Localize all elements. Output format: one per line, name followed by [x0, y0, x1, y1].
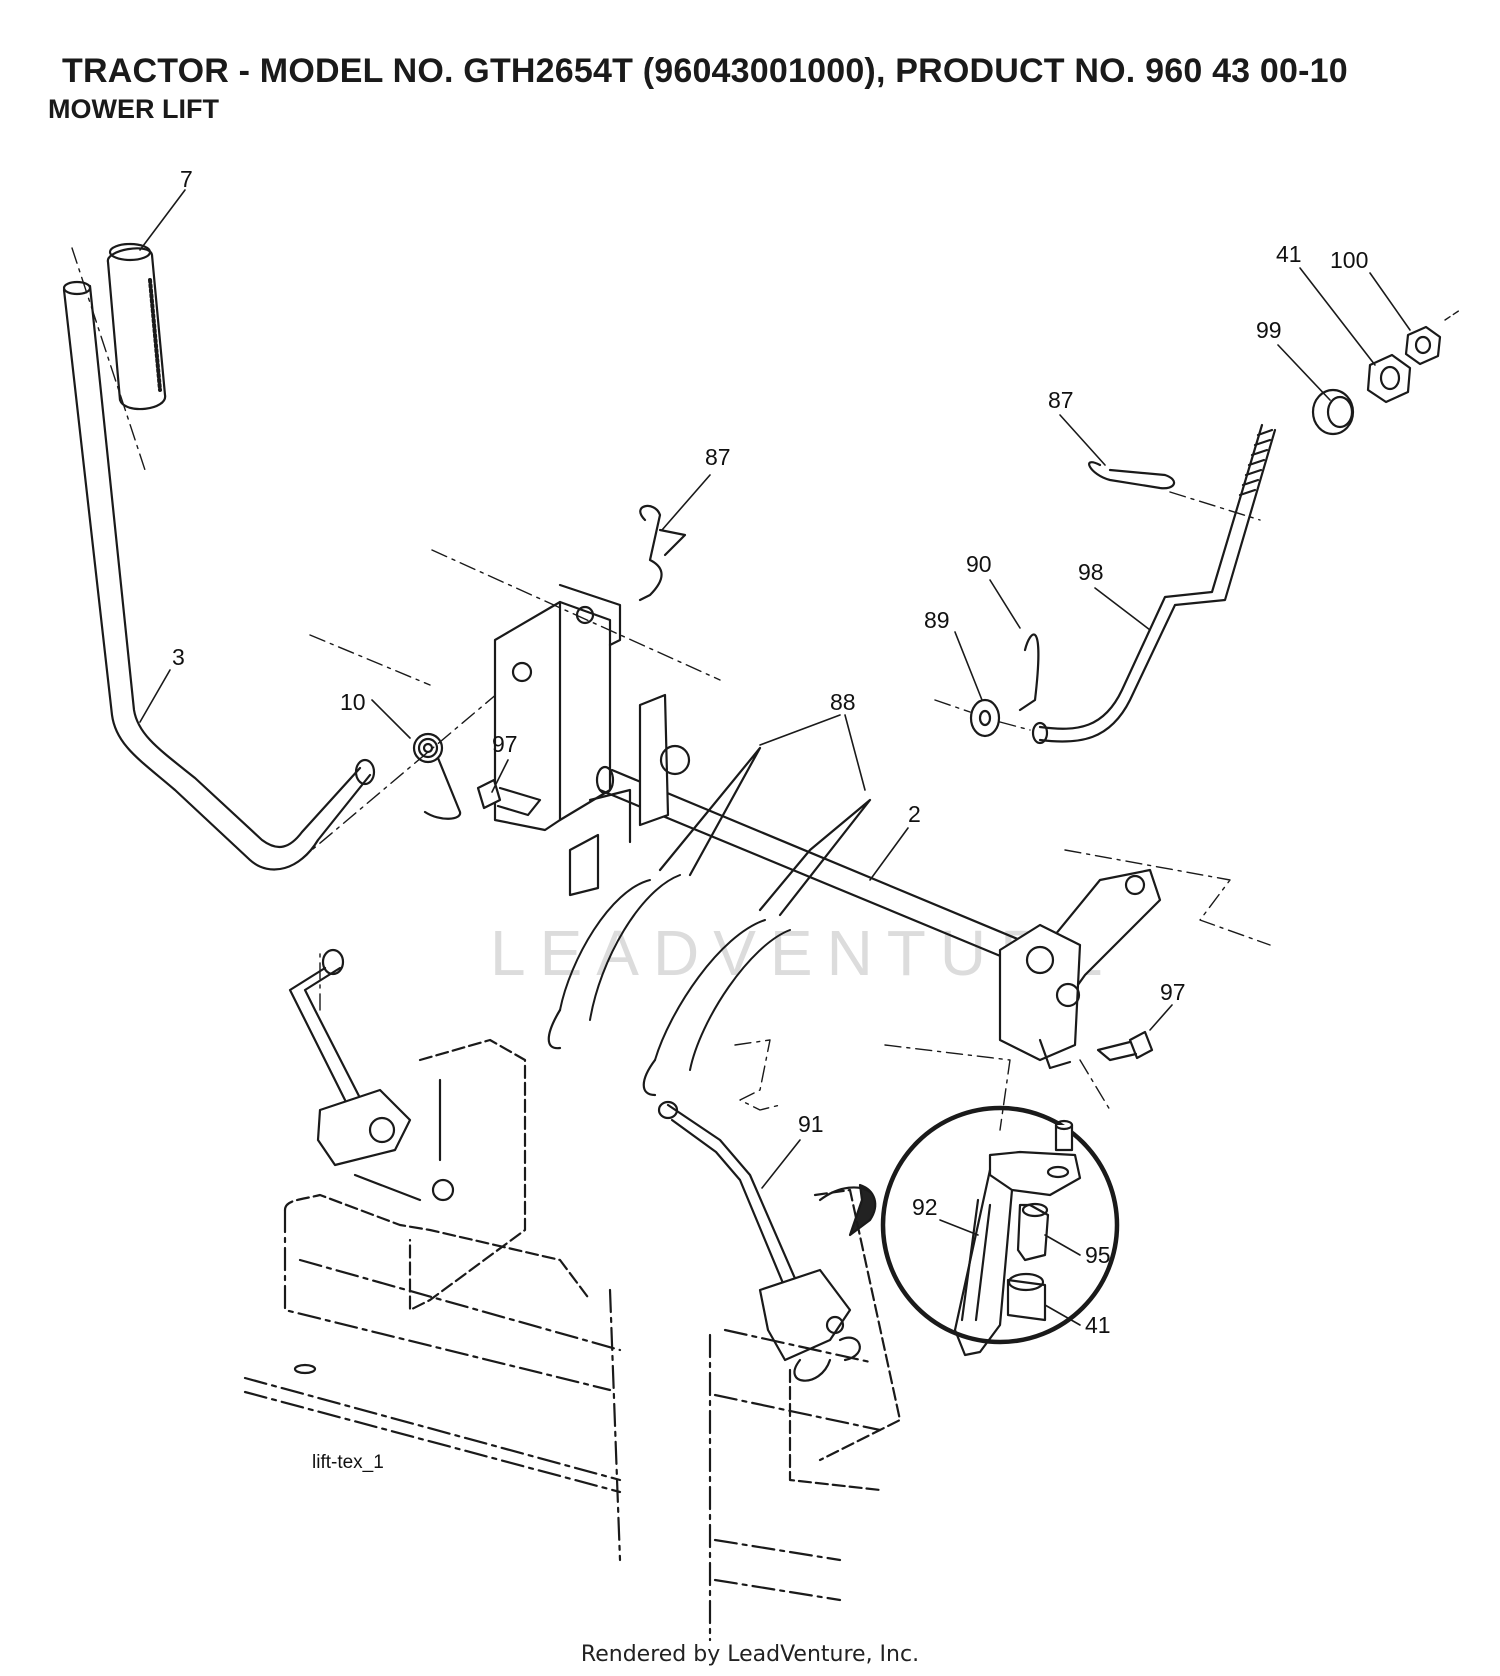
callout-97-right: 97 [1160, 979, 1186, 1005]
callout-92: 92 [912, 1194, 938, 1220]
callout-100: 100 [1330, 247, 1368, 273]
footer-credit: Rendered by LeadVenture, Inc. [580, 1642, 920, 1667]
callout-90: 90 [966, 551, 992, 577]
lift-arm-bracket-center [588, 693, 691, 844]
callout-2: 2 [908, 801, 921, 827]
part-89-washer [934, 698, 1031, 738]
part-99-ferrule [1311, 388, 1355, 436]
callout-87-right: 87 [1048, 387, 1074, 413]
right-lift-arm [998, 849, 1271, 1070]
callout-87-left: 87 [705, 444, 731, 470]
left-frame-phantom [243, 1038, 622, 1562]
callout-97-left: 97 [492, 731, 518, 757]
left-mount-bracket [309, 549, 721, 897]
part-100-nut [1404, 309, 1461, 366]
diagram-title: TRACTOR - MODEL NO. GTH2654T (9604300100… [62, 52, 1348, 90]
part-3-lift-lever [62, 280, 376, 871]
callout-41-top: 41 [1276, 241, 1302, 267]
detail-view-circle [880, 1105, 1120, 1357]
callout-91: 91 [798, 1111, 824, 1137]
callout-leaders [139, 189, 1411, 1326]
part-97-bolt-right [1096, 1030, 1154, 1062]
part-88-springs [547, 746, 872, 1097]
part-98-adjust-rod [1031, 423, 1277, 745]
callout-95: 95 [1085, 1242, 1111, 1268]
right-frame-phantom [708, 1039, 1111, 1642]
left-lower-linkage [288, 948, 455, 1202]
callout-88: 88 [830, 689, 856, 715]
callout-98: 98 [1078, 559, 1104, 585]
callout-89: 89 [924, 607, 950, 633]
callout-labels: 7 3 10 97 87 88 2 97 91 87 90 89 98 99 4… [172, 166, 1368, 1338]
drawing-id: lift-tex_1 [312, 1452, 384, 1473]
part-87-clip-right [1088, 461, 1261, 521]
part-41-nut [1366, 353, 1412, 404]
part-91-lift-link [657, 1100, 877, 1382]
callout-99: 99 [1256, 317, 1282, 343]
callout-41-detail: 41 [1085, 1312, 1111, 1338]
part-7-handle-grip [71, 242, 167, 471]
part-90-hairpin-clip [1018, 633, 1040, 712]
part-10-spring [299, 692, 499, 861]
part-87-clip-left [638, 504, 687, 602]
part-2-lift-shaft [595, 765, 1022, 962]
callout-7: 7 [180, 166, 193, 192]
callout-3: 3 [172, 644, 185, 670]
callout-10: 10 [340, 689, 366, 715]
diagram-subtitle: MOWER LIFT [48, 94, 219, 124]
